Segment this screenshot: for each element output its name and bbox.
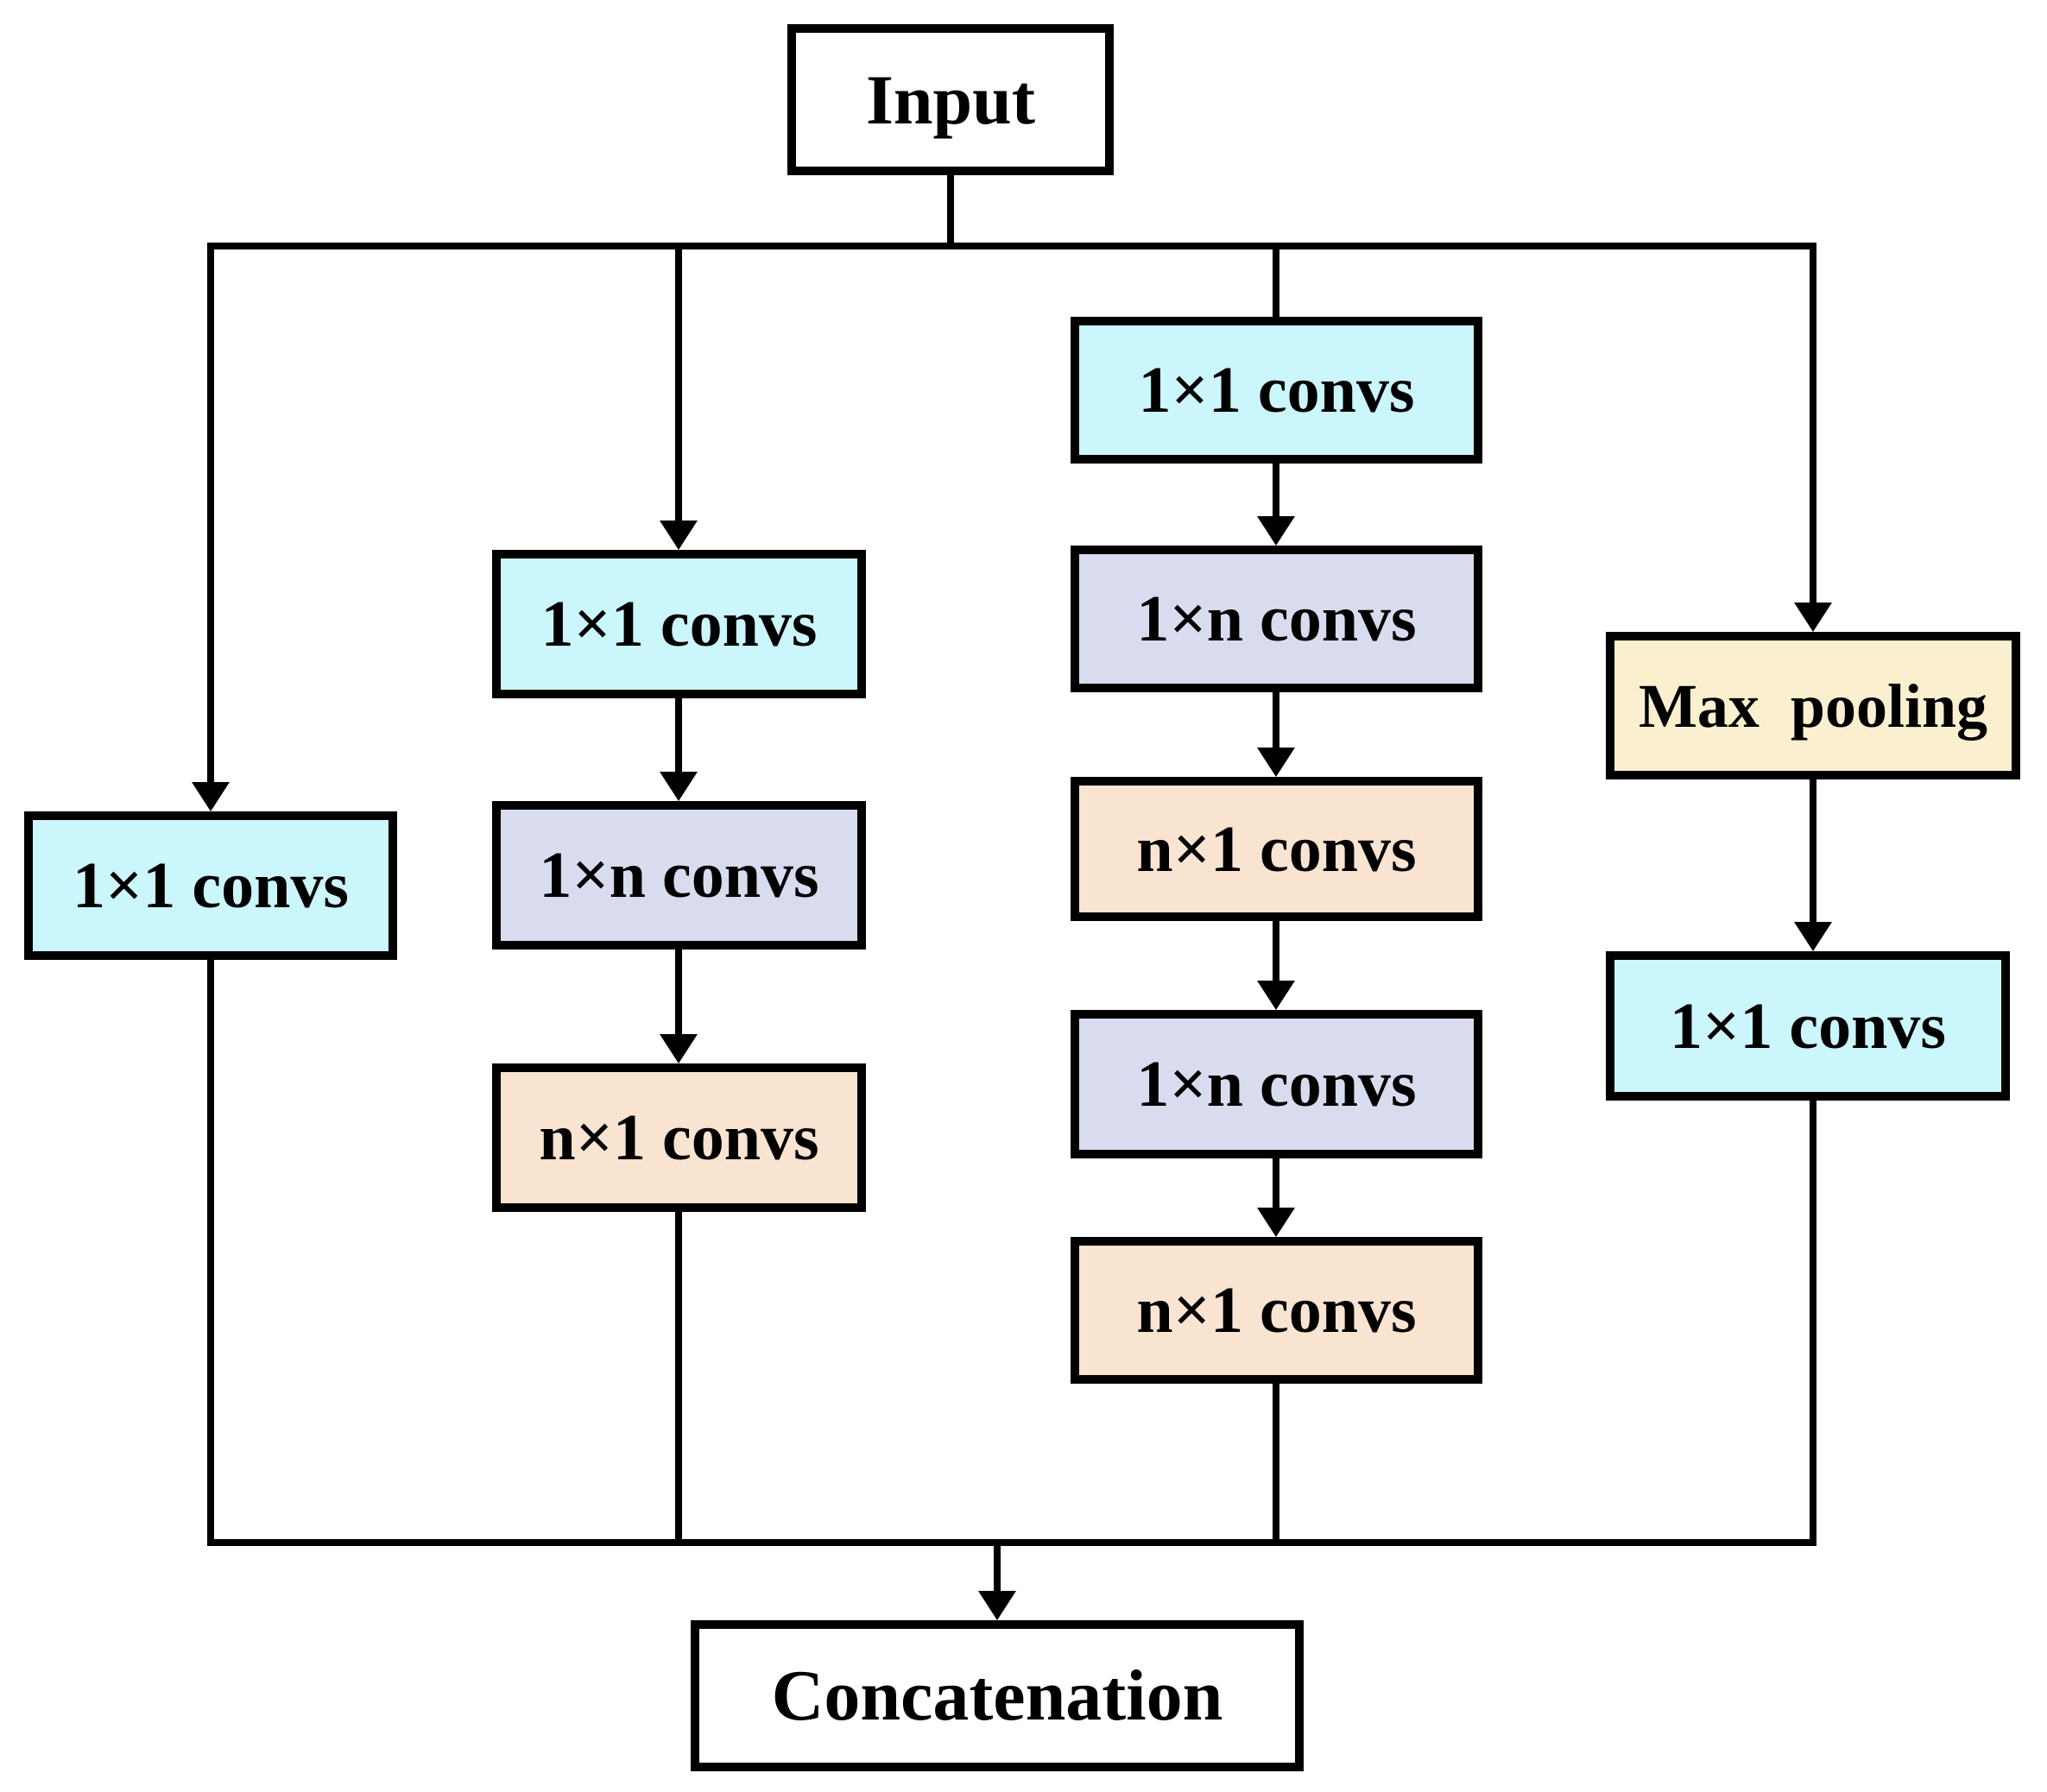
branch2-conv1x1-node: 1×1 convs [492, 550, 866, 698]
branch3-conv1-to-conv2-line [1273, 464, 1279, 516]
branch4-pool-to-conv-arrowhead-icon [1794, 922, 1832, 951]
concatenation-arrowhead-icon [978, 1591, 1016, 1620]
branch4-conv1x1-node: 1×1 convs [1606, 951, 2010, 1101]
branch4-output-line [1810, 1101, 1816, 1546]
branch4-maxpool-node: Max pooling [1606, 632, 2020, 779]
branch1-output-line [207, 960, 214, 1546]
input-stem-line [947, 175, 954, 249]
branch3-stub-line [1273, 246, 1279, 320]
branch3-conv1xn-a-node: 1×n convs [1071, 546, 1482, 692]
branch2-convnx1-node: n×1 convs [492, 1063, 866, 1212]
branch3-convnx1-b-node: n×1 convs [1071, 1237, 1482, 1384]
branch1-arrow-line [207, 246, 214, 782]
branch2-conv1-to-conv2-arrowhead-icon [660, 772, 698, 801]
concatenation-node: Concatenation [691, 1620, 1304, 1771]
branch2-arrowhead-icon [660, 521, 698, 550]
branch4-arrow-line [1810, 246, 1816, 603]
branch2-arrow-line [675, 246, 682, 521]
concatenation-arrow-line [994, 1546, 1001, 1591]
branch3-conv1x1-node: 1×1 convs [1071, 317, 1482, 464]
merge-line [207, 1539, 1816, 1546]
branch3-conv1-to-conv2-arrowhead-icon [1257, 516, 1295, 546]
branch-split-line [207, 243, 1816, 249]
branch2-conv2-to-conv3-line [675, 950, 682, 1034]
branch4-arrowhead-icon [1794, 603, 1832, 632]
branch3-conv3-to-conv4-arrowhead-icon [1257, 981, 1295, 1010]
branch2-output-line [675, 1212, 682, 1546]
branch3-conv3-to-conv4-line [1273, 921, 1279, 981]
branch3-conv4-to-conv5-line [1273, 1158, 1279, 1208]
branch1-arrowhead-icon [192, 782, 230, 811]
branch3-output-line [1273, 1384, 1279, 1546]
branch3-conv4-to-conv5-arrowhead-icon [1257, 1208, 1295, 1237]
input-node: Input [787, 24, 1114, 175]
branch2-conv1xn-node: 1×n convs [492, 801, 866, 950]
branch2-conv1-to-conv2-line [675, 698, 682, 772]
branch3-conv2-to-conv3-line [1273, 692, 1279, 748]
branch3-conv2-to-conv3-arrowhead-icon [1257, 748, 1295, 777]
branch4-pool-to-conv-line [1810, 779, 1816, 922]
branch3-conv1xn-b-node: 1×n convs [1071, 1010, 1482, 1158]
branch2-conv2-to-conv3-arrowhead-icon [660, 1034, 698, 1063]
branch1-conv1x1-node: 1×1 convs [24, 811, 397, 960]
branch3-convnx1-a-node: n×1 convs [1071, 777, 1482, 921]
